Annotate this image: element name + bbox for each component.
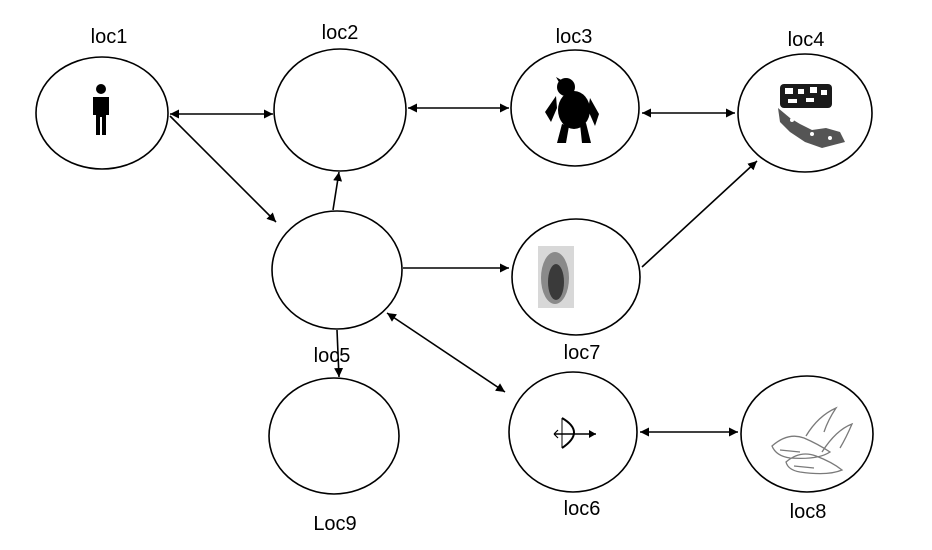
node-loc1-label: loc1 (91, 26, 128, 48)
node-loc6-label: loc6 (564, 498, 601, 520)
node-loc6: loc6 (508, 371, 638, 520)
node-loc5: loc5 (271, 210, 403, 367)
treasure-icon (778, 84, 845, 148)
person-icon (93, 84, 109, 135)
edges (169, 103, 758, 437)
node-loc8: loc8 (740, 375, 874, 523)
edge-loc5-loc2 (332, 171, 343, 211)
node-loc7-label: loc7 (564, 342, 601, 364)
node-loc3-label: loc3 (556, 26, 593, 48)
edge-loc1-loc5 (169, 115, 277, 223)
winged-shoes-icon (771, 406, 854, 475)
node-loc2: loc2 (273, 22, 407, 172)
node-loc5-circle (271, 210, 403, 330)
node-loc4-label: loc4 (788, 29, 825, 51)
node-loc4: loc4 (737, 29, 873, 173)
node-loc7: loc7 (511, 218, 641, 364)
node-loc7-circle (511, 218, 641, 336)
node-loc9: Loc9 (268, 377, 400, 535)
edge-loc5-loc9 (334, 329, 344, 378)
node-loc2-circle (273, 48, 407, 172)
node-loc1: loc1 (35, 26, 169, 170)
edge-loc7-loc4 (641, 160, 758, 268)
node-loc8-label: loc8 (790, 501, 827, 523)
node-loc3: loc3 (510, 26, 640, 167)
monster-icon (545, 77, 599, 143)
node-loc9-circle (268, 377, 400, 495)
edge-loc5-loc6 (386, 312, 506, 393)
node-loc4-circle (737, 53, 873, 173)
node-loc9-label: Loc9 (313, 513, 356, 535)
pit-icon (538, 246, 574, 308)
bow-and-arrow-icon (553, 417, 596, 449)
node-loc5-label: loc5 (314, 345, 351, 367)
node-loc2-label: loc2 (322, 22, 359, 44)
